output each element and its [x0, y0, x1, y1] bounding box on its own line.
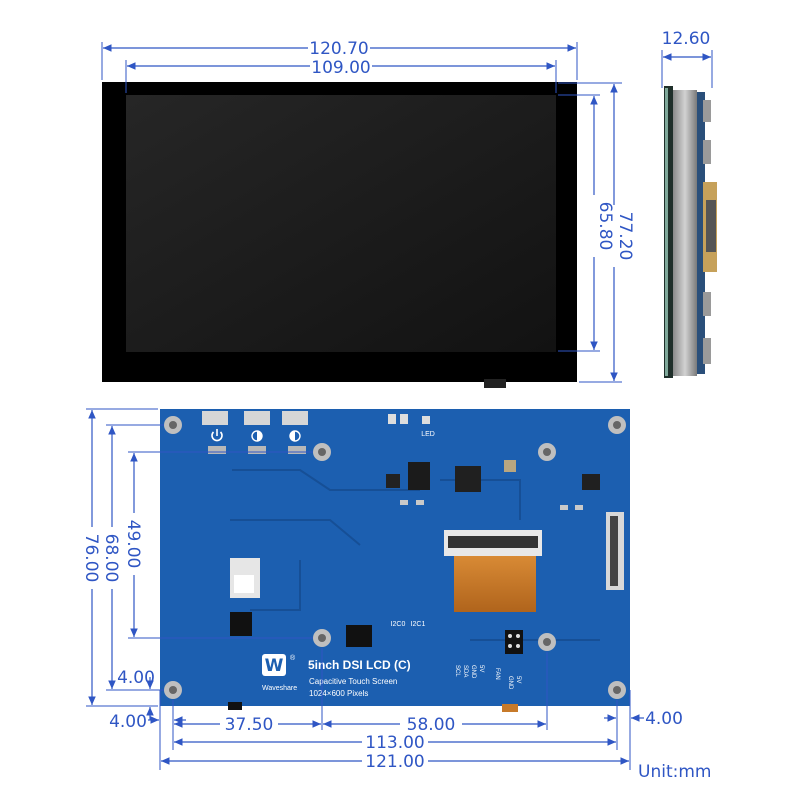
i2c1-label: I2C1 — [411, 621, 426, 628]
led-label: LED — [421, 431, 435, 438]
resolution-label: 1024×600 Pixels — [309, 689, 368, 698]
hole-span-horizontal-label: 113.00 — [365, 733, 424, 753]
side-glass — [664, 86, 673, 378]
right-hole-horizontal-label: 58.00 — [407, 715, 456, 735]
brightness-down-icon — [251, 430, 263, 442]
product-name: 5inch DSI LCD (C) — [308, 658, 411, 672]
pin-gnd-label: GND — [470, 665, 476, 679]
i2c-switch — [346, 625, 372, 647]
waveshare-logo: W ® Waveshare — [262, 654, 297, 692]
left-offset-vertical-label: 4.00 — [117, 668, 155, 688]
right-offset-label: 4.00 — [645, 709, 683, 729]
active-height-label: 65.80 — [595, 202, 615, 251]
hole-span-vertical-label: 68.00 — [101, 534, 121, 583]
unit-label: Unit:mm — [638, 762, 711, 782]
registered-mark: ® — [290, 654, 296, 662]
bottom-cable-tab — [484, 379, 506, 388]
pin-sda-label: SDA — [462, 665, 468, 677]
outer-height-label: 77.20 — [615, 212, 635, 261]
logo-mark: W — [265, 656, 284, 676]
screen-active-area — [126, 95, 556, 352]
pin-scl-label: SCL — [454, 665, 460, 677]
fan-label: FAN — [494, 668, 500, 680]
outer-width-label: 120.70 — [309, 39, 368, 59]
center-hole-horizontal-label: 37.50 — [225, 715, 274, 735]
mounting-holes — [164, 416, 626, 699]
touch-label: Capacitive Touch Screen — [309, 677, 397, 686]
pin-5v-label: 5V — [478, 665, 484, 672]
ic-chips — [386, 460, 600, 510]
side-view: 12.60 — [661, 29, 717, 378]
brightness-up-icon — [289, 430, 301, 442]
side-frame — [673, 90, 697, 376]
power-icon — [211, 429, 223, 442]
active-width-label: 109.00 — [311, 58, 370, 78]
flex-cable — [454, 556, 536, 612]
board-height-label: 76.00 — [81, 534, 101, 583]
back-dimensions: 76.00 68.00 49.00 4.00 4.00 4.00 37.50 5… — [81, 408, 711, 782]
fan-5v-label: 5V — [515, 676, 521, 683]
center-hole-vertical-label: 49.00 — [123, 520, 143, 569]
thickness-label: 12.60 — [662, 29, 711, 49]
fan-header — [505, 630, 523, 654]
fan-gnd-label: GND — [507, 676, 513, 690]
front-view: 120.70 109.00 77.20 65.80 — [101, 38, 635, 388]
control-buttons — [202, 411, 308, 454]
brand-label: Waveshare — [262, 685, 297, 692]
left-offset-horizontal-label: 4.00 — [109, 712, 147, 732]
side-pcb — [697, 92, 705, 374]
back-view: LED I2C0 I2C1 SCL SDA — [160, 409, 630, 712]
board-width-label: 121.00 — [365, 752, 424, 772]
i2c0-label: I2C0 — [391, 621, 406, 628]
